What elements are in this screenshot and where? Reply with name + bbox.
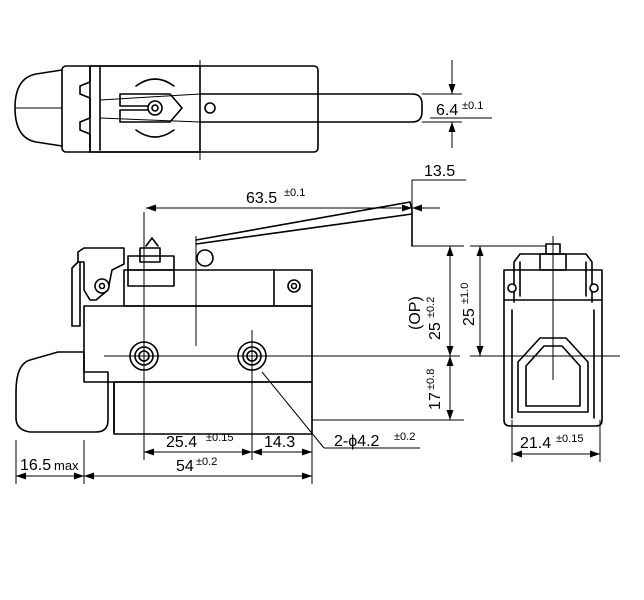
dim-hole-spacing-tol: ±0.15 [206, 432, 233, 444]
dim-hole-offset: 14.3 [252, 384, 313, 484]
dim-lever-length: 63.5 ±0.1 [146, 187, 412, 212]
front-view-body [83, 305, 313, 383]
front-view-body-top [123, 269, 313, 307]
dim-hole-spec-value: 2-ϕ4.2 [334, 433, 380, 450]
dim-lever-length-tol: ±0.1 [284, 187, 305, 199]
side-view-body [503, 299, 603, 427]
dim-hole-spec: 2-ϕ4.2 ±0.2 [261, 371, 420, 450]
dim-side-width-value: 21.4 [520, 435, 551, 452]
dim-top-width-tol: ±0.1 [462, 100, 483, 112]
dim-hole-spacing-value: 25.4 [166, 434, 197, 451]
front-view-actuator-head [15, 351, 109, 433]
top-view [14, 60, 423, 160]
dim-top-width: 6.4 ±0.1 [422, 60, 492, 148]
dim-body-length-value: 54 [176, 458, 194, 475]
dim-side-width: 21.4 ±0.15 [511, 420, 601, 462]
dim-hole-height: 17 ±0.8 [312, 356, 464, 421]
dim-hole-height-tol: ±0.8 [425, 369, 437, 390]
dim-op-height-tol: ±0.2 [425, 297, 437, 318]
dim-side-height-value: 25 [461, 308, 478, 326]
dim-body-length-tol: ±0.2 [196, 456, 217, 468]
dim-hole-spacing: 25.4 ±0.15 [144, 432, 252, 456]
dim-lever-offset: 13.5 [411, 163, 466, 246]
dim-overhang-value: 16.5 [20, 457, 51, 474]
top-view-lever [199, 93, 423, 123]
dim-op-height-value: 25 [427, 322, 444, 340]
dim-hole-offset-value: 14.3 [264, 434, 295, 451]
dim-overhang: 16.5 max [15, 440, 84, 484]
dim-op-label: (OP) [407, 296, 424, 330]
dim-hole-height-value: 17 [427, 392, 444, 410]
dim-lever-offset-value: 13.5 [424, 163, 455, 180]
dim-overhang-suffix: max [54, 458, 79, 473]
dim-hole-spec-tol: ±0.2 [394, 431, 415, 443]
dim-side-height: 25 ±1.0 [459, 245, 546, 356]
dim-body-length: 54 ±0.2 [83, 440, 312, 484]
dim-op-height: (OP) 25 ±0.2 [407, 245, 464, 356]
dim-lever-length-value: 63.5 [246, 190, 277, 207]
front-view [15, 201, 460, 460]
dim-side-height-tol: ±1.0 [459, 283, 471, 304]
front-view-lever [195, 201, 413, 247]
dim-side-width-tol: ±0.15 [556, 433, 583, 445]
side-view [470, 236, 620, 427]
dim-top-width-value: 6.4 [436, 102, 458, 119]
